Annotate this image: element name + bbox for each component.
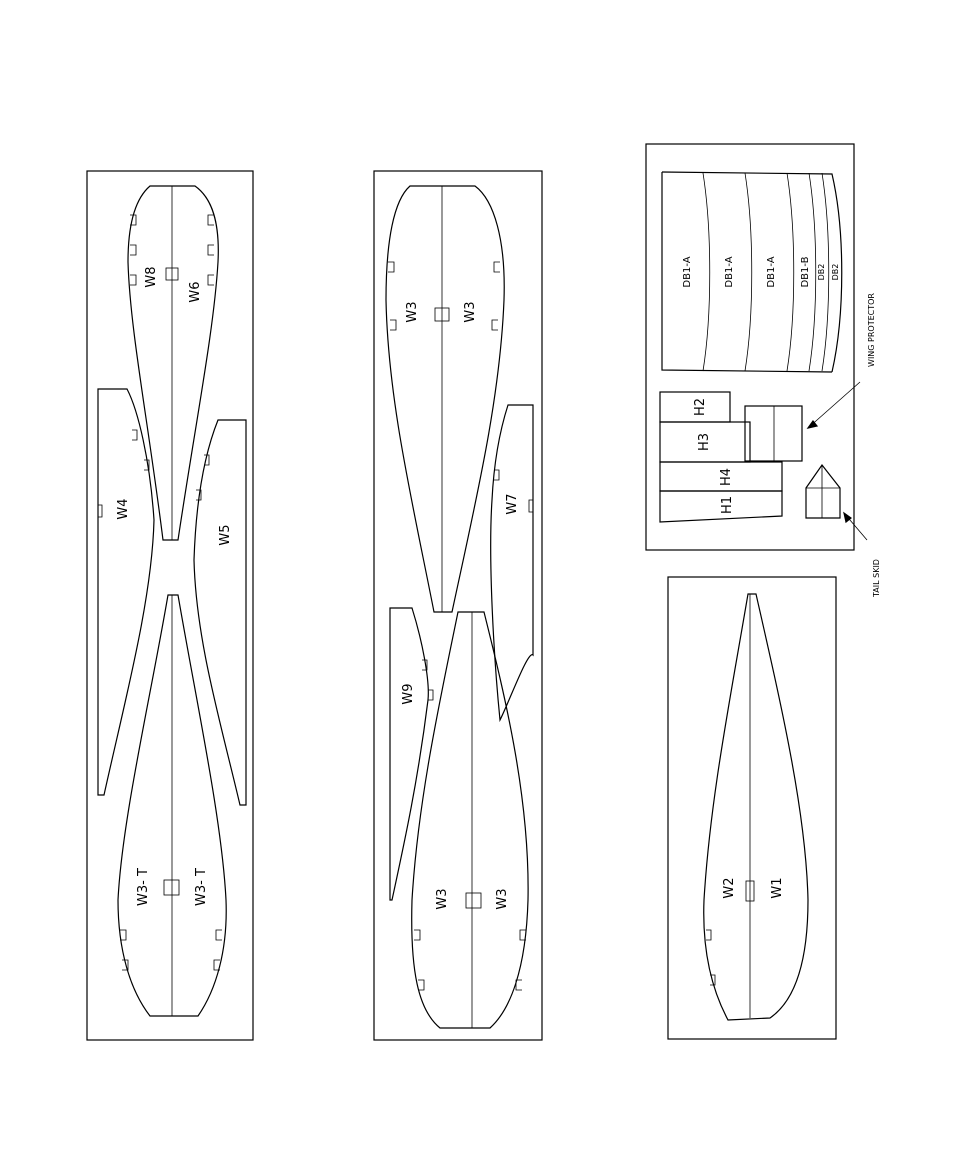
label-w2: W2 — [722, 877, 737, 898]
label-tail-skid: TAIL SKID — [872, 559, 881, 598]
label-h4: H4 — [719, 468, 734, 486]
sheet-4-border — [668, 577, 836, 1039]
label-w6: W6 — [188, 281, 203, 302]
tail-skid-shape — [806, 465, 840, 518]
label-w3-c: W3 — [435, 888, 450, 909]
sheet-4: W2 W1 — [668, 577, 836, 1039]
label-db1b: DB1-B — [800, 256, 811, 287]
label-w3t-left: W3- T — [136, 868, 151, 906]
label-w3-a: W3 — [405, 301, 420, 322]
label-db1a-3: DB1-A — [766, 256, 777, 287]
label-w3-b: W3 — [463, 301, 478, 322]
sheet-2: W3 W3 W7 W9 W3 W3 — [374, 171, 542, 1040]
sheet-3: DB1-A DB1-A DB1-A DB1-B DB2 DB2 H2 H3 H4… — [646, 144, 881, 598]
rib-w7-outline — [491, 405, 533, 720]
rib-w8-w6-outline — [128, 186, 218, 540]
rib-w5-outline — [194, 420, 246, 805]
sheet-1-border — [87, 171, 253, 1040]
sheet-1: W8 W6 W4 W5 W3- T W3- T — [87, 171, 253, 1040]
label-h3: H3 — [697, 433, 712, 451]
label-h2: H2 — [693, 398, 708, 416]
label-db1a-2: DB1-A — [724, 256, 735, 287]
label-w7: W7 — [505, 493, 520, 514]
label-db1a-1: DB1-A — [682, 256, 693, 287]
label-w5: W5 — [218, 524, 233, 545]
rib-w1-w2-outline — [704, 594, 808, 1020]
label-h1: H1 — [720, 496, 735, 514]
label-w3-d: W3 — [495, 888, 510, 909]
rib-w3-lower-outline — [412, 612, 528, 1028]
label-w1: W1 — [770, 877, 785, 898]
label-w8: W8 — [144, 266, 159, 287]
label-w3t-right: W3- T — [194, 868, 209, 906]
label-db2-1: DB2 — [817, 264, 826, 281]
label-db2-2: DB2 — [831, 264, 840, 281]
rib-w4-outline — [98, 389, 154, 795]
label-w4: W4 — [116, 498, 131, 519]
sheet-2-border — [374, 171, 542, 1040]
rib-w3-upper-outline — [386, 186, 504, 612]
label-wing-protector: WING PROTECTOR — [867, 293, 876, 367]
sheet-3-border — [646, 144, 854, 550]
rib-w9-outline — [390, 608, 428, 900]
label-w9: W9 — [401, 683, 416, 704]
